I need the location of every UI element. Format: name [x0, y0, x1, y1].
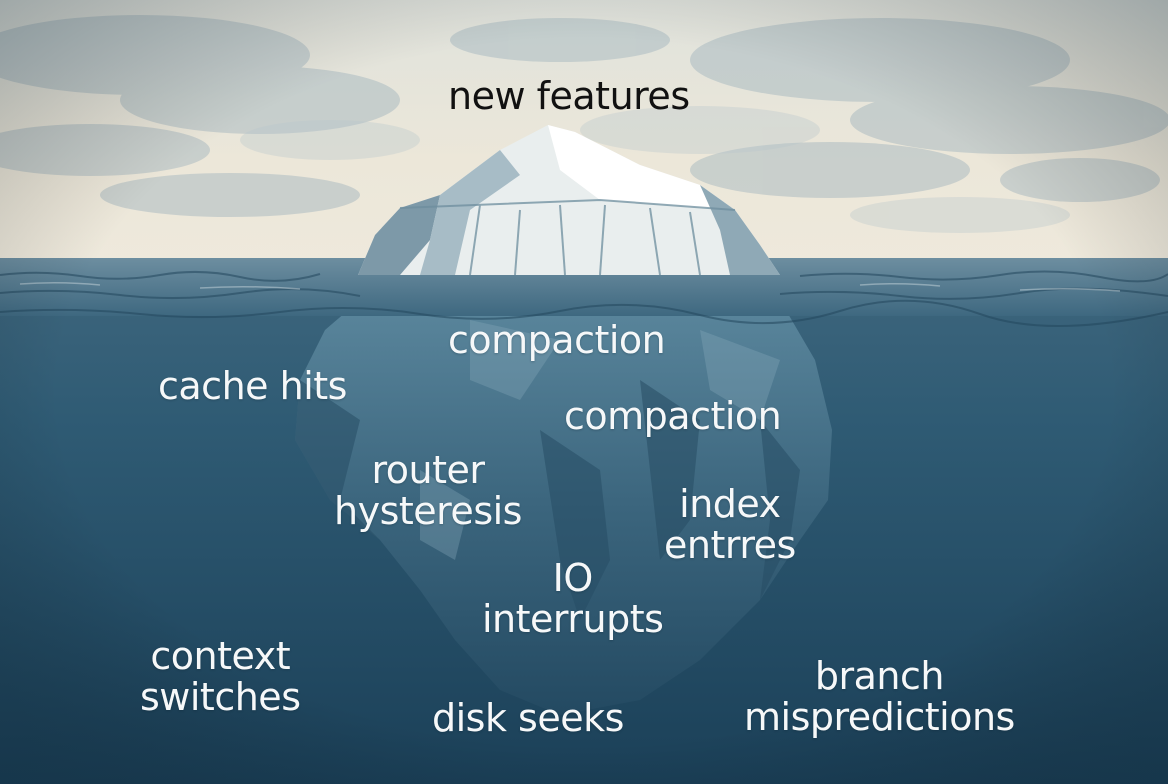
label-compaction-upper: compaction: [448, 318, 666, 362]
label-io-interrupts: IO interrupts: [482, 556, 664, 642]
label-index-entries: index entrres: [664, 482, 796, 568]
label-new-features: new features: [448, 74, 690, 118]
label-cache-hits: cache hits: [158, 364, 347, 408]
label-router-hysteresis: router hysteresis: [334, 448, 522, 534]
label-compaction-lower: compaction: [564, 394, 782, 438]
label-disk-seeks: disk seeks: [432, 696, 624, 740]
label-branch-mispredictions: branch mispredictions: [744, 654, 1015, 740]
label-context-switches: context switches: [140, 634, 301, 720]
